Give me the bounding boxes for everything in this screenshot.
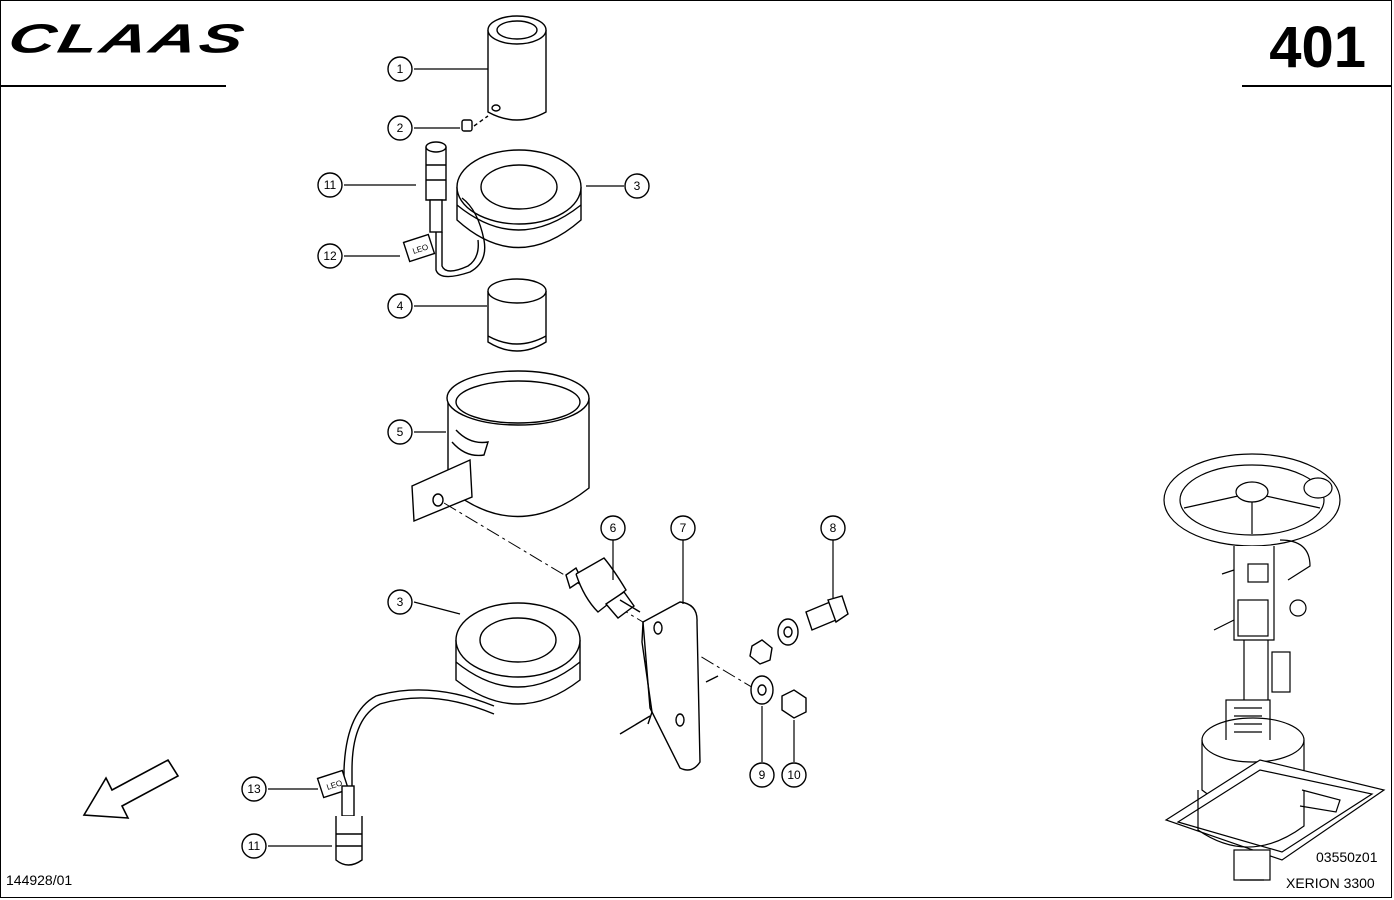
svg-text:12: 12 bbox=[323, 249, 337, 263]
svg-text:10: 10 bbox=[787, 768, 801, 782]
callout-3-lower: 3 bbox=[387, 589, 413, 615]
callout-5: 5 bbox=[387, 419, 413, 445]
part-9-washer bbox=[750, 675, 774, 705]
svg-text:1: 1 bbox=[397, 62, 404, 76]
part-3-ring-upper bbox=[456, 149, 582, 249]
callout-13: 13 bbox=[241, 776, 267, 802]
svg-text:11: 11 bbox=[248, 839, 261, 853]
callout-9: 9 bbox=[749, 762, 775, 788]
callout-2: 2 bbox=[387, 115, 413, 141]
part-11-connector-upper bbox=[425, 141, 486, 278]
svg-text:6: 6 bbox=[610, 521, 617, 535]
callout-8: 8 bbox=[820, 515, 846, 541]
drawing-number: 144928/01 bbox=[6, 872, 73, 888]
steering-column-inset bbox=[1163, 453, 1386, 881]
leader-lines bbox=[268, 68, 834, 847]
part-2-screw bbox=[461, 115, 489, 132]
callout-12: 12 bbox=[317, 243, 343, 269]
callout-6: 6 bbox=[600, 515, 626, 541]
part-7-plate bbox=[619, 601, 719, 771]
svg-text:13: 13 bbox=[247, 782, 261, 796]
svg-text:7: 7 bbox=[680, 521, 687, 535]
part-4-bushing bbox=[487, 278, 547, 352]
svg-text:3: 3 bbox=[397, 595, 404, 609]
svg-text:2: 2 bbox=[397, 121, 404, 135]
callout-1: 1 bbox=[387, 56, 413, 82]
svg-text:11: 11 bbox=[324, 178, 337, 192]
svg-text:9: 9 bbox=[759, 768, 766, 782]
callout-11-lower: 11 bbox=[241, 833, 267, 859]
callout-4: 4 bbox=[387, 293, 413, 319]
page-number: 401 bbox=[1269, 15, 1366, 80]
part-3-ring-lower bbox=[343, 602, 581, 790]
callout-11-upper: 11 bbox=[317, 172, 343, 198]
nut-upper bbox=[749, 639, 773, 665]
part-13-tag bbox=[316, 769, 350, 799]
model-name: XERION 3300 bbox=[1286, 875, 1375, 891]
direction-arrow-icon bbox=[82, 758, 180, 819]
part-1-sleeve bbox=[487, 15, 547, 121]
part-11-connector-lower bbox=[335, 785, 363, 866]
part-6-sensor bbox=[565, 557, 641, 619]
svg-text:5: 5 bbox=[397, 425, 404, 439]
washer-upper bbox=[777, 618, 799, 646]
part-8-bolt bbox=[805, 595, 849, 631]
part-5-collar bbox=[411, 370, 590, 523]
callout-10: 10 bbox=[781, 762, 807, 788]
callout-7: 7 bbox=[670, 515, 696, 541]
svg-text:8: 8 bbox=[830, 521, 837, 535]
header-rule-right bbox=[1242, 85, 1392, 87]
part-12-tag bbox=[402, 233, 436, 263]
svg-text:3: 3 bbox=[634, 179, 641, 193]
svg-text:4: 4 bbox=[397, 299, 404, 313]
part-10-nut bbox=[781, 689, 807, 719]
header-rule-left bbox=[0, 85, 226, 87]
callout-3-upper: 3 bbox=[624, 173, 650, 199]
figure-code: 03550z01 bbox=[1316, 849, 1378, 865]
